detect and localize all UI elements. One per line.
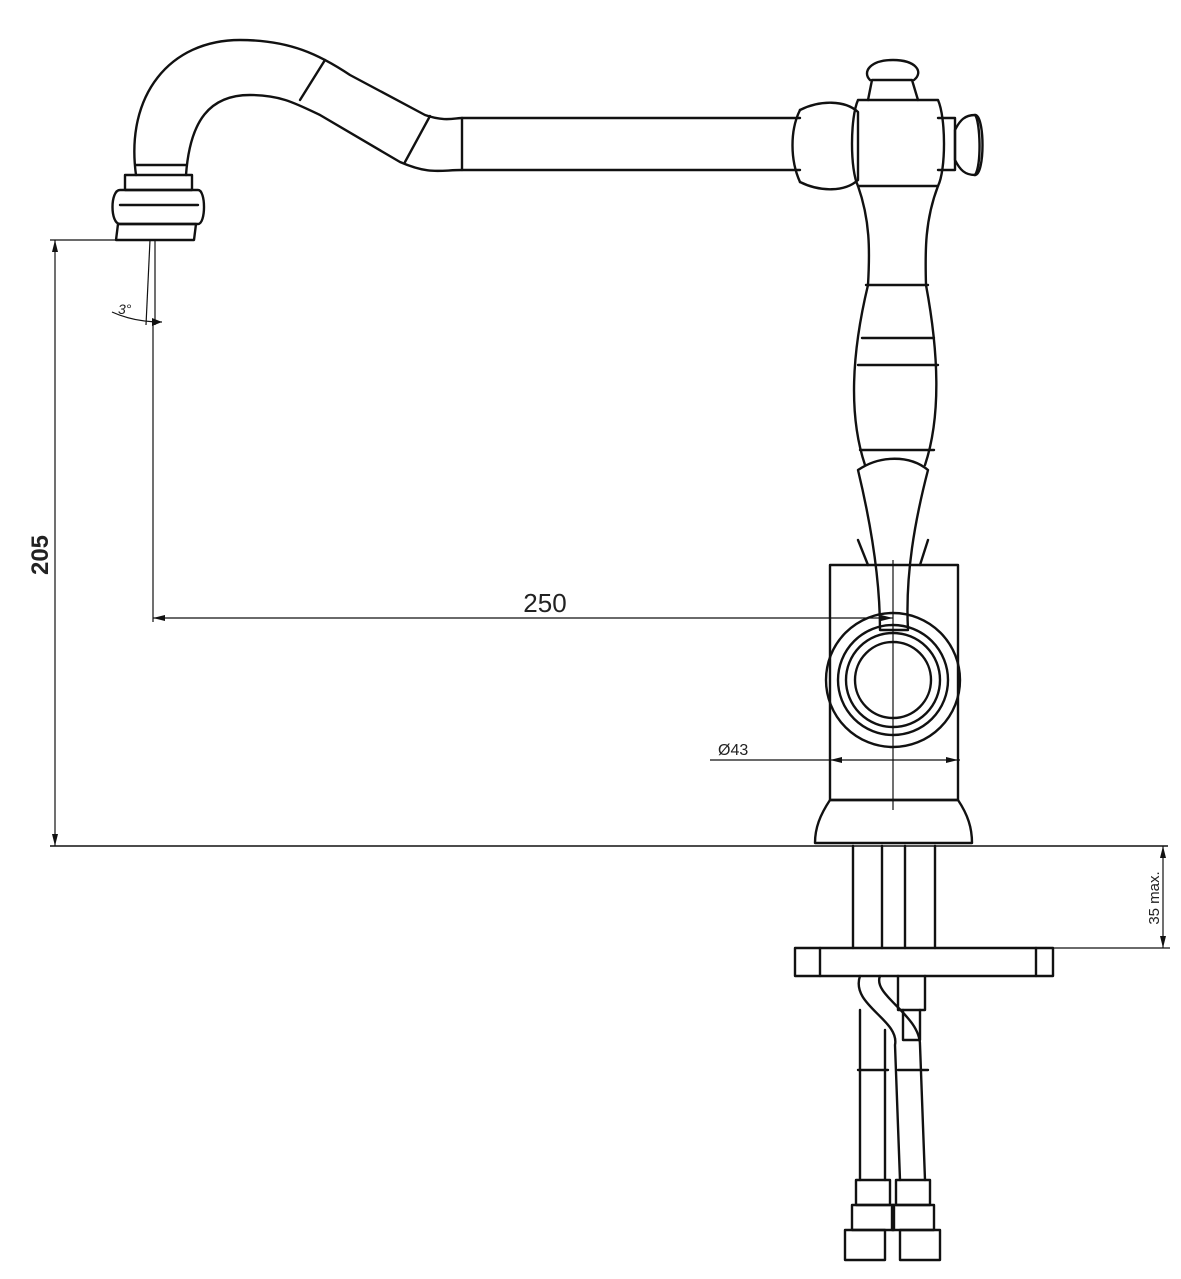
side-knob [953, 113, 984, 177]
lever-handle [856, 457, 930, 632]
reach-label: 250 [523, 588, 566, 618]
deck-thickness-label: 35 max. [1146, 871, 1163, 924]
diameter-label: Ø43 [718, 742, 748, 759]
diameter-dimension [710, 757, 960, 763]
threaded-shank [851, 844, 937, 950]
height-label: 205 [27, 535, 54, 575]
angle-dimension [111, 239, 163, 326]
spout [133, 38, 802, 177]
spout-hub [791, 98, 957, 191]
angle-label: 3° [118, 301, 132, 317]
height-dimension [50, 239, 160, 846]
base-flange [813, 798, 974, 845]
fixing-plate [793, 946, 1055, 978]
spout-aerator [111, 173, 206, 242]
reach-dimension [152, 325, 894, 810]
body-column [852, 184, 940, 567]
supply-hoses [843, 974, 942, 1262]
deck-thickness-dimension [960, 846, 1170, 949]
top-knob [865, 58, 920, 102]
